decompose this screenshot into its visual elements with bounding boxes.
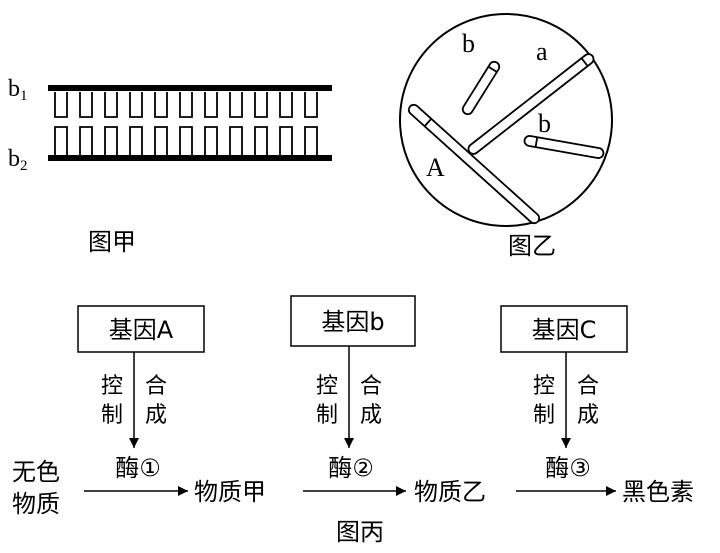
- base-rung: [104, 126, 118, 155]
- chromosome-A: [407, 103, 541, 225]
- base-rung: [54, 126, 68, 155]
- enzyme-2: 酶②: [328, 454, 374, 482]
- base-pair-rungs: [54, 92, 318, 155]
- control-label-1: 控 制 合 成: [101, 374, 167, 428]
- base-rung: [154, 126, 168, 155]
- svg-text:控: 控: [533, 374, 555, 399]
- svg-text:控: 控: [316, 374, 338, 399]
- gene-box-b: [290, 295, 416, 347]
- chromosome-b-top: [461, 60, 501, 116]
- base-rung: [304, 126, 318, 155]
- svg-text:合: 合: [360, 374, 382, 399]
- svg-text:控: 控: [101, 374, 123, 399]
- base-rung: [204, 126, 218, 155]
- label-A: A: [426, 153, 445, 182]
- label-b-top: b: [462, 29, 475, 58]
- control-label-2: 控 制 合 成: [316, 374, 382, 428]
- base-rung: [254, 126, 268, 155]
- base-rung: [279, 126, 293, 155]
- gene-C-label: 基因C: [532, 316, 597, 344]
- caption-bing: 图丙: [336, 518, 384, 546]
- base-rung: [179, 92, 193, 118]
- base-rung: [79, 92, 93, 118]
- substance-colorless-line2: 物质: [12, 490, 60, 518]
- base-rung: [129, 92, 143, 118]
- svg-text:合: 合: [145, 374, 167, 399]
- base-rung: [129, 126, 143, 155]
- control-label-3: 控 制 合 成: [533, 374, 599, 428]
- cell-outline: [399, 13, 613, 227]
- base-rung: [304, 92, 318, 118]
- base-rung: [179, 126, 193, 155]
- svg-text:成: 成: [360, 403, 382, 428]
- gene-b-label: 基因b: [321, 308, 384, 336]
- enzyme-1: 酶①: [115, 454, 161, 482]
- caption-jia: 图甲: [88, 228, 136, 256]
- svg-text:成: 成: [577, 403, 599, 428]
- label-a: a: [536, 37, 548, 66]
- base-rung: [54, 92, 68, 118]
- chromosome-b-right: [523, 135, 605, 159]
- base-rung: [154, 92, 168, 118]
- substance-jia: 物质甲: [194, 478, 266, 506]
- base-rung: [204, 92, 218, 118]
- svg-text:制: 制: [316, 403, 338, 428]
- substance-colorless-line1: 无色: [12, 458, 60, 486]
- svg-text:合: 合: [577, 374, 599, 399]
- dna-double-strand: [48, 85, 332, 161]
- base-rung: [279, 92, 293, 118]
- caption-yi: 图乙: [508, 232, 556, 260]
- svg-text:成: 成: [145, 403, 167, 428]
- svg-text:制: 制: [533, 403, 555, 428]
- svg-text:制: 制: [101, 403, 123, 428]
- substance-melanin: 黑色素: [622, 478, 694, 506]
- base-rung: [229, 92, 243, 118]
- label-b-right: b: [538, 109, 551, 138]
- strand-b2-label: b2: [8, 146, 28, 174]
- base-rung: [254, 92, 268, 118]
- gene-A-label: 基因A: [109, 316, 174, 344]
- base-rung: [104, 92, 118, 118]
- base-rung: [229, 126, 243, 155]
- base-rung: [79, 126, 93, 155]
- gene-box-A: [77, 305, 205, 353]
- chromosome-a: [467, 53, 595, 155]
- substance-yi: 物质乙: [414, 478, 486, 506]
- strand-b1-label: b1: [8, 76, 28, 104]
- enzyme-3: 酶③: [545, 454, 591, 482]
- gene-box-C: [500, 305, 628, 353]
